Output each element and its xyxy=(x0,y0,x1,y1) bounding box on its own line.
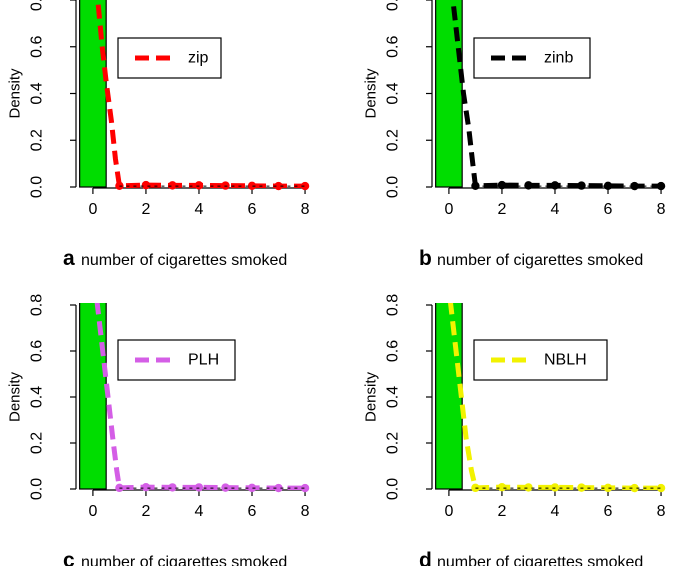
y-axis-title: Density xyxy=(7,371,24,422)
legend-label: zip xyxy=(188,50,209,67)
y-tick-label: 0.8 xyxy=(385,294,402,316)
y-tick-label: 0.4 xyxy=(385,386,402,408)
x-tick-label: 0 xyxy=(444,201,453,218)
x-tick-label: 8 xyxy=(657,503,666,520)
panel-letter: b xyxy=(419,247,432,270)
series-line-NBLH xyxy=(448,303,662,490)
x-tick-label: 0 xyxy=(88,201,97,218)
x-tick-label: 2 xyxy=(497,503,506,520)
series-point xyxy=(656,181,666,191)
x-axis-title: number of cigarettes smoked xyxy=(437,252,643,269)
series-point xyxy=(168,483,177,492)
legend-label: zinb xyxy=(544,50,573,67)
series-line-zip xyxy=(95,4,306,188)
series-point xyxy=(471,483,480,493)
y-tick-label: 0.8 xyxy=(29,0,46,11)
series-point xyxy=(603,483,613,493)
series-point xyxy=(524,483,533,492)
y-tick-label: 0.0 xyxy=(385,176,402,198)
series-point xyxy=(630,181,639,191)
series-point xyxy=(550,483,560,492)
y-tick-label: 0.4 xyxy=(29,82,46,104)
series-point xyxy=(168,181,177,190)
series-point xyxy=(656,483,666,493)
legend-label: NBLH xyxy=(544,352,587,369)
series-point xyxy=(194,181,204,190)
panel-letter: c xyxy=(63,549,75,566)
series-point xyxy=(630,483,639,493)
x-tick-label: 4 xyxy=(551,201,560,218)
series-point xyxy=(194,483,204,492)
x-tick-label: 8 xyxy=(301,503,310,520)
series-point xyxy=(247,483,257,493)
panel-letter: d xyxy=(419,549,432,566)
series-point xyxy=(300,483,310,493)
y-tick-label: 0.2 xyxy=(385,129,402,151)
y-tick-label: 0.0 xyxy=(29,176,46,198)
x-tick-label: 4 xyxy=(195,201,204,218)
histogram-bar xyxy=(79,303,107,490)
series-point xyxy=(274,483,283,493)
series-point xyxy=(141,482,151,492)
series-point xyxy=(497,180,507,190)
x-tick-label: 8 xyxy=(657,201,666,218)
x-tick-label: 6 xyxy=(248,201,257,218)
y-tick-label: 0.4 xyxy=(385,82,402,104)
y-axis-title: Density xyxy=(7,68,24,119)
x-tick-label: 0 xyxy=(88,503,97,520)
x-tick-label: 8 xyxy=(301,201,310,218)
histogram-bar xyxy=(435,303,463,490)
series-line-zinb xyxy=(450,0,662,188)
x-tick-label: 4 xyxy=(195,503,204,520)
series-point xyxy=(247,181,257,191)
series-point xyxy=(603,181,613,191)
legend-box xyxy=(117,339,236,381)
y-tick-label: 0.2 xyxy=(29,432,46,454)
y-tick-label: 0.6 xyxy=(385,36,402,58)
series-point xyxy=(274,181,283,191)
y-tick-label: 0.6 xyxy=(29,36,46,58)
x-tick-label: 2 xyxy=(497,201,506,218)
legend-label: PLH xyxy=(188,352,219,369)
x-tick-label: 0 xyxy=(444,503,453,520)
x-tick-label: 4 xyxy=(551,503,560,520)
x-tick-label: 6 xyxy=(604,503,613,520)
series-point xyxy=(524,181,533,190)
series-point xyxy=(550,181,560,190)
x-tick-label: 6 xyxy=(604,201,613,218)
y-axis-title: Density xyxy=(363,68,380,119)
y-axis-title: Density xyxy=(363,371,380,422)
y-tick-label: 0.8 xyxy=(29,294,46,316)
series-point xyxy=(141,180,151,190)
y-tick-label: 0.0 xyxy=(29,478,46,500)
y-tick-label: 0.8 xyxy=(385,0,402,11)
x-axis-title: number of cigarettes smoked xyxy=(81,554,287,566)
y-tick-label: 0.2 xyxy=(29,129,46,151)
y-tick-label: 0.0 xyxy=(385,478,402,500)
y-tick-label: 0.2 xyxy=(385,432,402,454)
y-tick-label: 0.6 xyxy=(385,340,402,362)
series-point xyxy=(471,181,480,191)
x-axis-title: number of cigarettes smoked xyxy=(81,252,287,269)
y-tick-label: 0.6 xyxy=(29,340,46,362)
y-tick-label: 0.4 xyxy=(29,386,46,408)
panel-letter: a xyxy=(63,247,75,270)
series-point xyxy=(300,181,310,191)
series-line-PLH xyxy=(94,303,306,490)
series-point xyxy=(497,482,507,492)
x-axis-title: number of cigarettes smoked xyxy=(437,554,643,566)
x-tick-label: 6 xyxy=(248,503,257,520)
x-tick-label: 2 xyxy=(141,201,150,218)
x-tick-label: 2 xyxy=(141,503,150,520)
